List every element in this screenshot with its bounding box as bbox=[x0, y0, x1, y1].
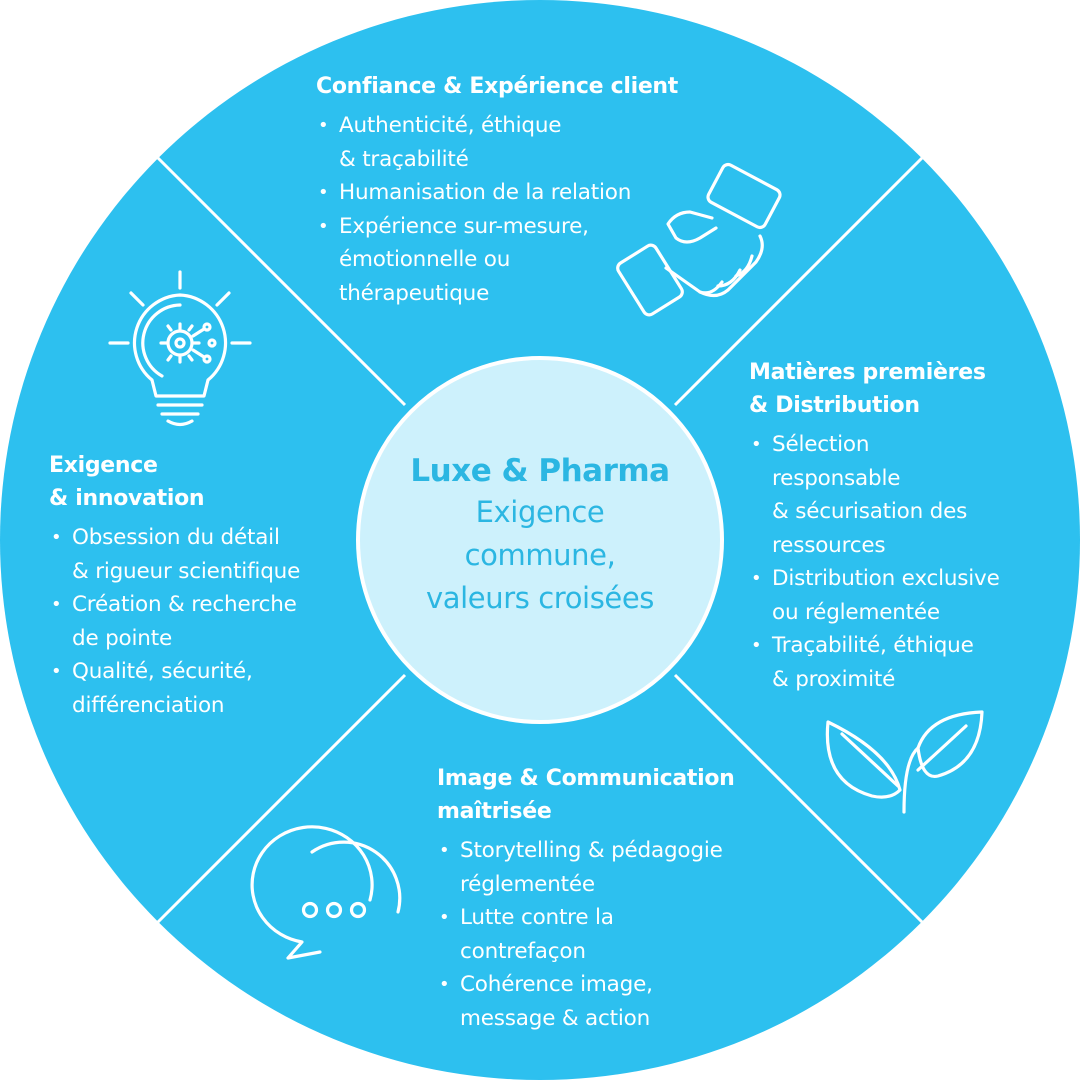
title-line: maîtrisée bbox=[437, 799, 552, 824]
list-item-line: émotionnelle ou bbox=[339, 247, 511, 272]
list-item: Création & recherche de pointe bbox=[49, 588, 349, 655]
title-line: Matières premières bbox=[749, 360, 986, 385]
list-item-line: Expérience sur-mesure, bbox=[339, 213, 589, 239]
list-item-line: Cohérence image, bbox=[460, 972, 653, 997]
list-item-line: & sécurisation des bbox=[772, 499, 968, 524]
list-item-line: contrefaçon bbox=[460, 938, 586, 964]
center-subtitle-line: Exigence bbox=[475, 495, 605, 529]
list-item-line: Sélection bbox=[772, 432, 870, 457]
center-circle bbox=[356, 356, 724, 724]
list-item-line: responsable bbox=[772, 465, 901, 491]
quadrant-right-list: Sélection responsable & sécurisation des… bbox=[749, 428, 1049, 696]
list-item: Qualité, sécurité, différenciation bbox=[49, 655, 349, 722]
list-item-line: de pointe bbox=[72, 625, 172, 651]
leaf-sprout-icon bbox=[825, 710, 984, 814]
quadrant-bottom: Image & Communication maîtrisée Storytel… bbox=[437, 762, 777, 1035]
list-item-line: Lutte contre la bbox=[460, 905, 614, 930]
title-line: Exigence bbox=[49, 453, 158, 478]
list-item-line: Authenticité, éthique bbox=[339, 113, 562, 138]
list-item-line: Création & recherche bbox=[72, 592, 297, 617]
quadrant-top-title: Confiance & Expérience client bbox=[316, 74, 679, 99]
list-item: Authenticité, éthique & traçabilité bbox=[316, 109, 706, 176]
center-label: Luxe & Pharma Exigence commune, valeurs … bbox=[365, 410, 715, 670]
quadrant-right-title: Matières premières & Distribution bbox=[749, 356, 1049, 422]
list-item-line: Distribution exclusive bbox=[772, 566, 1000, 591]
center-subtitle-line: valeurs croisées bbox=[426, 581, 654, 615]
chat-bubbles-icon bbox=[250, 825, 402, 960]
divider-lines bbox=[156, 156, 924, 924]
lightbulb-gear-icon bbox=[108, 270, 252, 427]
list-item-line: & rigueur scientifique bbox=[72, 558, 301, 584]
quadrant-left-title: Exigence & innovation bbox=[49, 449, 349, 515]
list-item-line: Storytelling & pédagogie bbox=[460, 838, 723, 863]
list-item-line: ressources bbox=[772, 532, 886, 558]
list-item-line: Obsession du détail bbox=[72, 525, 280, 550]
center-title: Luxe & Pharma bbox=[410, 453, 670, 489]
quadrant-left-list: Obsession du détail & rigueur scientifiq… bbox=[49, 521, 349, 722]
list-item-line: thérapeutique bbox=[339, 280, 490, 306]
list-item-line: & proximité bbox=[772, 666, 896, 692]
list-item: Lutte contre la contrefaçon bbox=[437, 901, 777, 968]
list-item-line: & traçabilité bbox=[339, 146, 469, 172]
quadrant-right: Matières premières & Distribution Sélect… bbox=[749, 356, 1049, 696]
center-subtitle-line: commune, bbox=[464, 538, 616, 572]
quadrant-bottom-list: Storytelling & pédagogie réglementée Lut… bbox=[437, 834, 777, 1035]
quadrant-top-list: Authenticité, éthique & traçabilité Huma… bbox=[316, 109, 706, 310]
list-item-line: Humanisation de la relation bbox=[339, 180, 632, 205]
list-item: Distribution exclusive ou réglementée bbox=[749, 562, 1049, 629]
list-item: Cohérence image, message & action bbox=[437, 968, 777, 1035]
quadrant-top: Confiance & Expérience client Authentici… bbox=[316, 70, 706, 310]
list-item-line: message & action bbox=[460, 1005, 651, 1031]
list-item-line: réglementée bbox=[460, 871, 595, 897]
list-item-line: Qualité, sécurité, bbox=[72, 659, 253, 684]
title-line: Image & Communication bbox=[437, 766, 735, 791]
list-item-line: ou réglementée bbox=[772, 599, 940, 625]
list-item-line: différenciation bbox=[72, 692, 225, 718]
quadrant-bottom-title: Image & Communication maîtrisée bbox=[437, 762, 777, 828]
list-item: Expérience sur-mesure, émotionnelle ou t… bbox=[316, 210, 706, 311]
list-item-line: Traçabilité, éthique bbox=[772, 633, 974, 658]
list-item: Storytelling & pédagogie réglementée bbox=[437, 834, 777, 901]
quadrant-left: Exigence & innovation Obsession du détai… bbox=[49, 449, 349, 722]
list-item: Sélection responsable & sécurisation des… bbox=[749, 428, 1049, 562]
title-line: & Distribution bbox=[749, 393, 920, 418]
title-line: & innovation bbox=[49, 486, 205, 511]
list-item: Humanisation de la relation bbox=[316, 176, 706, 210]
list-item: Traçabilité, éthique & proximité bbox=[749, 629, 1049, 696]
list-item: Obsession du détail & rigueur scientifiq… bbox=[49, 521, 349, 588]
